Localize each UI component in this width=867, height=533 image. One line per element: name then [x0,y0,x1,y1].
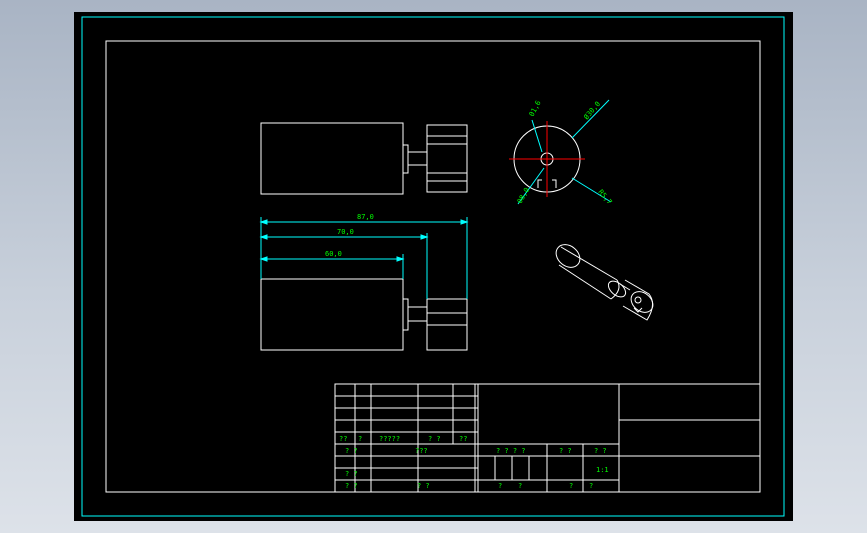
dim-text-87: 87,0 [357,213,374,221]
tb-mid-bottom-2: ? [518,482,522,490]
tb-mid-header-2: ? ? [559,447,572,455]
motor-body-front [260,122,404,195]
tb-header-5: ?? [459,435,467,443]
dimension-lines [259,217,469,299]
cad-drawing-viewport[interactable]: 87,0 70,0 60,0 01,6 Ø30,0 08,0 R5,7 [74,12,793,521]
tb-scale: 1:1 [596,466,609,474]
motor-body-bottom [260,278,404,351]
tb-header-1: ?? [339,435,347,443]
outer-border [81,16,785,517]
tb-row-a-1: ? ? [345,447,358,455]
drawing-canvas: 87,0 70,0 60,0 01,6 Ø30,0 08,0 R5,7 [81,16,785,517]
tb-mid-bottom-4: ? [589,482,593,490]
tb-header-2: ? [358,435,362,443]
tb-mid-header-3: ? ? [594,447,607,455]
title-block [334,383,761,493]
dim-text-60: 60,0 [325,250,342,258]
front-view [260,122,468,195]
tb-row-b-1: ? ? [345,470,358,478]
dim-text-top-left: 01,6 [528,99,543,118]
tb-mid-bottom-3: ? [569,482,573,490]
shaft-bottom [402,298,409,331]
tb-header-3: ????? [379,435,400,443]
tb-mid-header-1: ? ? ? ? [496,447,526,455]
isometric-view [555,244,654,321]
collar-bottom [407,306,428,322]
tb-mid-bottom-1: ? [498,482,502,490]
inner-frame [105,40,761,493]
dim-text-bottom-right: R5,7 [596,188,613,206]
collar-front [407,151,428,166]
shaft-front [402,144,409,174]
tb-row-c-2: ? ? [417,482,430,490]
dim-text-bottom-left: 08,0 [516,186,531,205]
tb-header-4: ? ? [428,435,441,443]
dim-text-70: 70,0 [337,228,354,236]
weight-front [426,124,468,193]
tb-row-a-2: ??? [415,447,428,455]
bottom-view [260,278,468,351]
tb-row-c-1: ? ? [345,482,358,490]
side-view [509,99,612,205]
